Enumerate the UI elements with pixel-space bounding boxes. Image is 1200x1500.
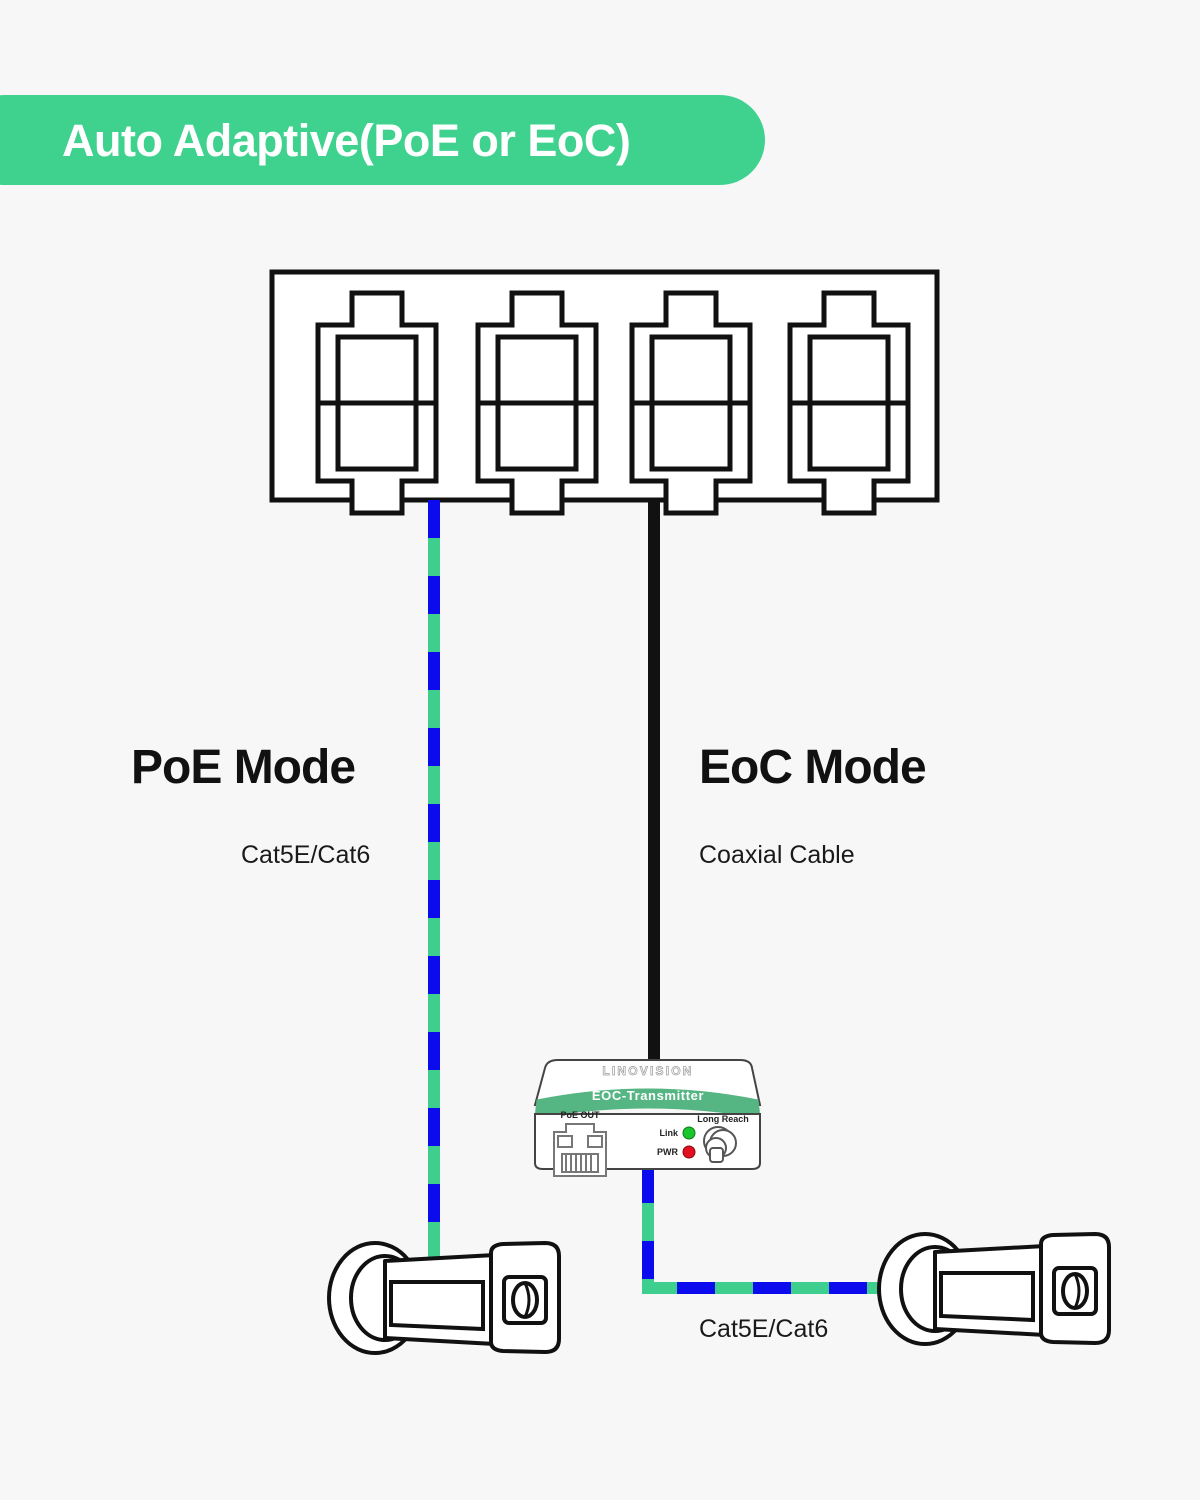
transmitter-link-label: Link bbox=[659, 1128, 678, 1138]
transmitter-pwr-label: PWR bbox=[657, 1147, 678, 1157]
eoc-downstream-ethernet-cable bbox=[642, 1165, 887, 1294]
poe-cable-label: Cat5E/Cat6 bbox=[241, 841, 371, 869]
header-banner bbox=[0, 95, 765, 185]
header-banner-title: Auto Adaptive(PoE or EoC) bbox=[62, 115, 631, 166]
poe-mode-title: PoE Mode bbox=[131, 741, 356, 794]
transmitter-brand: LINOVISION bbox=[602, 1064, 693, 1078]
network-switch[interactable] bbox=[269, 269, 940, 513]
camera-poe[interactable] bbox=[327, 1241, 561, 1355]
transmitter-bnc-label: Long Reach bbox=[697, 1114, 749, 1124]
transmitter-pwr-led bbox=[682, 1145, 696, 1159]
eoc-downstream-cable-label: Cat5E/Cat6 bbox=[699, 1315, 829, 1343]
transmitter-link-led bbox=[682, 1126, 696, 1140]
eoc-transmitter-device[interactable]: LINOVISION EOC-Transmitter PoE OUT Link … bbox=[533, 1059, 762, 1177]
transmitter-model-label: EOC-Transmitter bbox=[592, 1088, 704, 1103]
eoc-mode-title: EoC Mode bbox=[699, 741, 927, 794]
transmitter-bnc-connector[interactable] bbox=[703, 1126, 737, 1163]
transmitter-poe-out-jack[interactable] bbox=[553, 1123, 607, 1177]
camera-eoc[interactable] bbox=[877, 1232, 1111, 1346]
eoc-cable-label: Coaxial Cable bbox=[699, 841, 855, 869]
transmitter-poe-out-label: PoE OUT bbox=[560, 1110, 600, 1120]
